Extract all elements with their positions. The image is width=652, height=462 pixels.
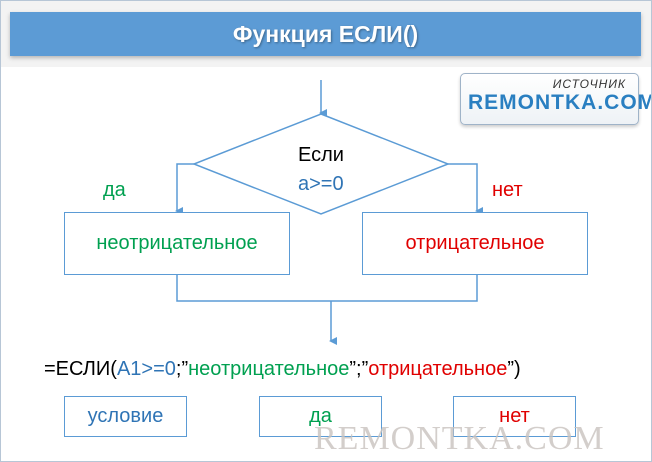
logo-site-name: REMONTKA.COM: [468, 91, 652, 114]
formula-separator-1: ;”: [175, 358, 189, 380]
watermark: REMONTKA.COM: [314, 420, 605, 457]
formula-yes-value: неотрицательное: [188, 358, 350, 380]
decision-condition: a>=0: [298, 173, 344, 195]
yes-outcome-box: неотрицательное: [64, 212, 290, 275]
no-outcome-text: отрицательное: [405, 232, 545, 254]
legend-condition-box: условие: [64, 396, 187, 437]
formula-suffix: ”): [507, 358, 521, 380]
formula-prefix: =ЕСЛИ(: [44, 358, 117, 380]
legend-no-box: нет: [453, 396, 576, 437]
yes-branch-label: да: [103, 179, 126, 201]
no-outcome-box: отрицательное: [362, 212, 588, 275]
yes-outcome-text: неотрицательное: [96, 232, 258, 254]
yes-branch-line: [175, 163, 194, 215]
formula-separator-2: ”;”: [349, 358, 369, 380]
logo-source-label: ИСТОЧНИК: [552, 77, 626, 91]
merge-line: [176, 274, 478, 302]
source-logo: ИСТОЧНИК REMONTKA.COM: [460, 73, 651, 125]
header: Функция ЕСЛИ(): [1, 1, 651, 67]
decision-diamond: [191, 113, 451, 215]
formula-condition: A1>=0: [116, 358, 176, 380]
formula-no-value: отрицательное: [368, 358, 508, 380]
legend-yes-text: да: [309, 405, 332, 427]
legend-condition-text: условие: [87, 405, 164, 427]
legend-no-text: нет: [499, 405, 530, 427]
decision-label: Если: [298, 144, 344, 166]
no-branch-label: нет: [492, 179, 523, 201]
formula-line: =ЕСЛИ(A1>=0;”неотрицательное”;”отрицател…: [44, 358, 521, 381]
legend-yes-box: да: [259, 396, 382, 437]
page-title: Функция ЕСЛИ(): [10, 12, 641, 56]
no-branch-line: [448, 163, 483, 215]
